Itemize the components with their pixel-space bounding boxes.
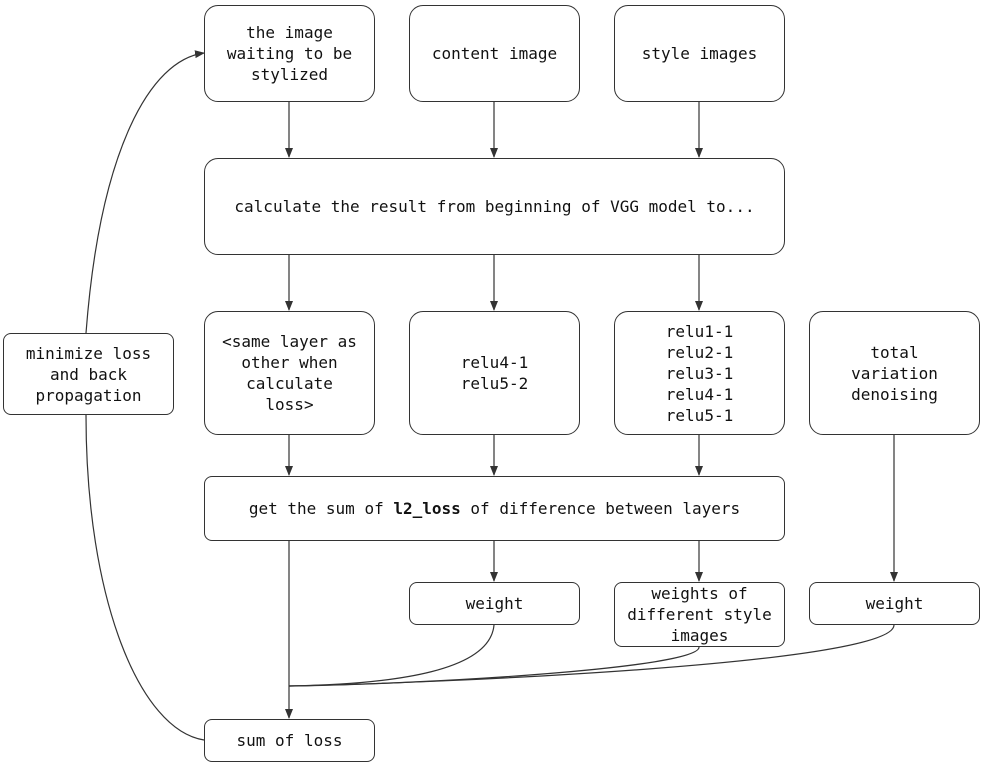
style-layers-node: relu1-1 relu2-1 relu3-1 relu4-1 relu5-1	[614, 311, 785, 435]
vgg-calc-node: calculate the result from beginning of V…	[204, 158, 785, 255]
curve-style-weights-to-sum	[288, 646, 700, 687]
l2-sum-label: get the sum of l2_loss of difference bet…	[249, 498, 740, 519]
style-images-node: style images	[614, 5, 785, 102]
style-weights-label: weights of different style images	[627, 584, 772, 645]
curve-content-weight-to-sum	[288, 624, 495, 687]
l2-sum-node: get the sum of l2_loss of difference bet…	[204, 476, 785, 541]
style-weights-node: weights of different style images	[614, 582, 785, 647]
content-weight-node: weight	[409, 582, 580, 625]
stylized-image-label: the image waiting to be stylized	[226, 23, 353, 84]
stylized-image-node: the image waiting to be stylized	[204, 5, 375, 102]
tv-denoising-label: total variation denoising	[851, 342, 938, 404]
sum-of-loss-node: sum of loss	[204, 719, 375, 762]
curve-tv-weight-to-sum	[288, 624, 895, 687]
content-layers-node: relu4-1 relu5-2	[409, 311, 580, 435]
l2-sum-text-after: of difference between layers	[460, 499, 741, 518]
same-layer-label: <same layer as other when calculate loss…	[222, 332, 357, 414]
content-weight-label: weight	[465, 594, 524, 613]
sum-of-loss-label: sum of loss	[236, 731, 343, 750]
l2-sum-text-before: get the sum of	[248, 499, 394, 518]
style-layers-label: relu1-1 relu2-1 relu3-1 relu4-1 relu5-1	[665, 321, 734, 425]
content-image-label: content image	[431, 44, 558, 63]
style-images-label: style images	[641, 44, 758, 63]
minimize-loss-label: minimize loss and back propagation	[25, 343, 152, 405]
minimize-loss-node: minimize loss and back propagation	[3, 333, 174, 415]
l2-loss-term: l2_loss	[393, 499, 461, 518]
tv-weight-node: weight	[809, 582, 980, 625]
content-image-node: content image	[409, 5, 580, 102]
tv-weight-label: weight	[865, 594, 924, 613]
vgg-calc-label: calculate the result from beginning of V…	[234, 197, 755, 216]
same-layer-node: <same layer as other when calculate loss…	[204, 311, 375, 435]
curve-minimize-to-stylized	[85, 50, 205, 334]
content-layers-label: relu4-1 relu5-2	[460, 353, 529, 393]
tv-denoising-node: total variation denoising	[809, 311, 980, 435]
curve-sum-to-minimize	[85, 414, 205, 741]
